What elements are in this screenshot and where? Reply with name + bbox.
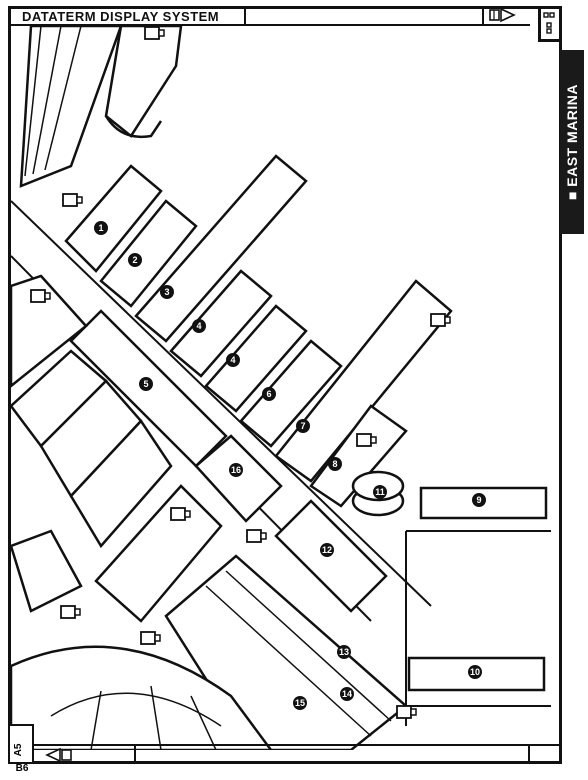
building-number: 4	[230, 355, 235, 365]
building-number: 13	[339, 647, 349, 657]
building-marker-7[interactable]: 7	[296, 419, 310, 433]
grid-row: B6	[15, 763, 29, 774]
back-arrow-icon[interactable]	[44, 746, 84, 764]
status-divider	[134, 744, 136, 764]
forward-arrow-icon[interactable]	[484, 6, 530, 24]
status-bar	[8, 744, 562, 764]
grid-column: A5	[13, 743, 24, 757]
street-edge-north	[11, 200, 432, 607]
building-number: 8	[332, 459, 337, 469]
building-marker-9[interactable]: 9	[472, 493, 486, 507]
marina-piers	[405, 486, 551, 726]
building-marker-10[interactable]: 10	[468, 665, 482, 679]
camera-icon	[60, 605, 81, 619]
camera-icon	[140, 631, 161, 645]
building-marker-2[interactable]: 2	[128, 253, 142, 267]
building-marker-11[interactable]: 11	[373, 485, 387, 499]
building-number: 6	[266, 389, 271, 399]
north-structure	[19, 26, 183, 188]
building-marker-14[interactable]: 14	[340, 687, 354, 701]
building-number: 5	[143, 379, 148, 389]
building-marker-4[interactable]: 4	[226, 353, 240, 367]
camera-icon	[396, 705, 417, 719]
building-number: 11	[375, 487, 385, 497]
building-number: 12	[322, 545, 332, 555]
status-divider	[528, 744, 530, 764]
building-marker-6[interactable]: 6	[262, 387, 276, 401]
location-label: ■ EAST MARINA	[564, 83, 580, 201]
building-marker-16[interactable]: 16	[229, 463, 243, 477]
building-number: 7	[300, 421, 305, 431]
building-number: 1	[98, 223, 103, 233]
building-marker-1[interactable]: 1	[94, 221, 108, 235]
building-marker-8[interactable]: 8	[328, 457, 342, 471]
building-marker-4[interactable]: 4	[192, 319, 206, 333]
building-number: 14	[342, 689, 352, 699]
grid-reference: A5 B6	[8, 724, 34, 774]
building-marker-3[interactable]: 3	[160, 285, 174, 299]
window-toggle-icon	[543, 12, 555, 34]
building-number: 2	[132, 255, 137, 265]
building-number: 9	[476, 495, 481, 505]
building-number: 4	[196, 321, 201, 331]
building-number: 3	[164, 287, 169, 297]
window-title: DATATERM DISPLAY SYSTEM	[22, 9, 220, 24]
title-controls	[482, 6, 530, 26]
building-marker-15[interactable]: 15	[293, 696, 307, 710]
building-marker-12[interactable]: 12	[320, 543, 334, 557]
building-number: 16	[231, 465, 241, 475]
building-number: 15	[295, 698, 305, 708]
buildings-north-row	[64, 154, 453, 508]
window-control-box[interactable]	[538, 6, 562, 42]
location-tab: ■ EAST MARINA	[560, 50, 584, 234]
building-marker-13[interactable]: 13	[337, 645, 351, 659]
building-number: 10	[470, 667, 480, 677]
buildings-south-row	[11, 274, 388, 623]
south-complex	[11, 554, 408, 750]
building-marker-5[interactable]: 5	[139, 377, 153, 391]
title-divider	[244, 6, 246, 26]
